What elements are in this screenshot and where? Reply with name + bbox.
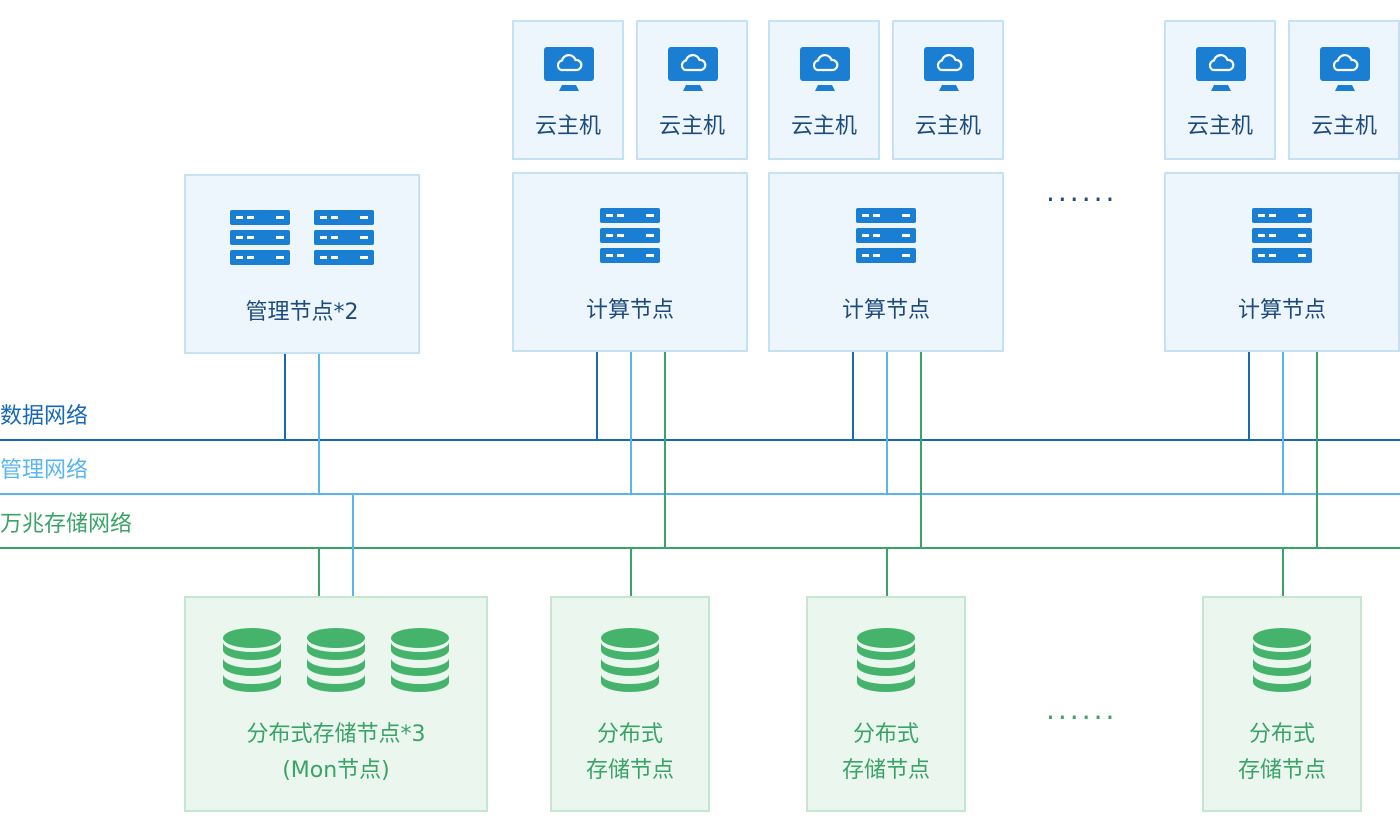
storage-node-label-line2: 存储节点: [1237, 758, 1326, 783]
mon-storage-node: 分布式存储节点*3 (Mon节点): [184, 596, 488, 812]
storage-node-label-line2: 存储节点: [841, 758, 930, 783]
monitor-cloud-icon: [924, 47, 974, 91]
compute-node-label: 计算节点: [1237, 298, 1326, 323]
compute-node-3-data-link: [1248, 350, 1250, 440]
vm-node: 云主机: [768, 20, 880, 160]
vm-label: 云主机: [658, 114, 725, 139]
storage-node: 分布式 存储节点: [550, 596, 710, 812]
vm-label: 云主机: [1186, 114, 1253, 139]
mon-storage-node-storage-link: [318, 548, 320, 596]
monitor-cloud-icon: [1196, 47, 1246, 91]
monitor-cloud-icon: [544, 47, 594, 91]
storage-node-label-line2: 存储节点: [585, 758, 674, 783]
compute-node-2-mgmt-link: [886, 350, 888, 494]
management-network-label: 管理网络: [0, 458, 89, 483]
management-node-mgmt-link: [318, 352, 320, 494]
mon-storage-node-label-line1: 分布式存储节点*3: [246, 722, 426, 747]
storage-node-3-storage-link: [1282, 548, 1284, 596]
storage-ellipsis: ······: [1046, 701, 1118, 734]
compute-node: 计算节点: [1164, 172, 1400, 352]
storage-node: 分布式 存储节点: [806, 596, 966, 812]
server-rack-icon: [314, 210, 374, 266]
compute-node: 计算节点: [768, 172, 1004, 352]
management-node-data-link: [284, 352, 286, 440]
compute-node-1-data-link: [596, 350, 598, 440]
database-icon: [391, 628, 449, 694]
storage-node-label-line1: 分布式: [596, 722, 663, 747]
server-rack-icon: [230, 210, 290, 266]
vm-node: 云主机: [892, 20, 1004, 160]
compute-node-label: 计算节点: [841, 298, 930, 323]
storage-node-label-line1: 分布式: [852, 722, 919, 747]
vm-node: 云主机: [636, 20, 748, 160]
vm-node: 云主机: [1288, 20, 1400, 160]
compute-node: 计算节点: [512, 172, 748, 352]
vm-node: 云主机: [512, 20, 624, 160]
compute-node-label: 计算节点: [585, 298, 674, 323]
data-network-label: 数据网络: [0, 404, 89, 429]
server-rack-icon: [856, 208, 916, 264]
compute-node-1-mgmt-link: [630, 350, 632, 494]
database-icon: [857, 628, 915, 694]
vm-label: 云主机: [914, 114, 981, 139]
compute-node-3-mgmt-link: [1282, 350, 1284, 494]
storage-network-label: 万兆存储网络: [0, 512, 133, 537]
monitor-cloud-icon: [800, 47, 850, 91]
data-network-line: [0, 439, 1400, 441]
storage-node-label-line1: 分布式: [1248, 722, 1315, 747]
database-icon: [1253, 628, 1311, 694]
compute-ellipsis: ······: [1046, 183, 1118, 216]
compute-node-2-storage-link: [920, 350, 922, 548]
monitor-cloud-icon: [1320, 47, 1370, 91]
compute-node-2-data-link: [852, 350, 854, 440]
mon-storage-node-label-line2: (Mon节点): [282, 758, 390, 783]
management-node: 管理节点*2: [184, 174, 420, 354]
database-icon: [223, 628, 281, 694]
vm-node: 云主机: [1164, 20, 1276, 160]
storage-network-line: [0, 547, 1400, 549]
storage-node: 分布式 存储节点: [1202, 596, 1362, 812]
management-node-label: 管理节点*2: [245, 300, 359, 325]
mon-storage-node-mgmt-link: [352, 494, 354, 596]
database-icon: [601, 628, 659, 694]
management-network-line: [0, 493, 1400, 495]
server-rack-icon: [1252, 208, 1312, 264]
vm-label: 云主机: [790, 114, 857, 139]
database-icon: [307, 628, 365, 694]
compute-node-1-storage-link: [664, 350, 666, 548]
vm-label: 云主机: [1310, 114, 1377, 139]
storage-node-1-storage-link: [630, 548, 632, 596]
compute-node-3-storage-link: [1316, 350, 1318, 548]
monitor-cloud-icon: [668, 47, 718, 91]
server-rack-icon: [600, 208, 660, 264]
vm-label: 云主机: [534, 114, 601, 139]
storage-node-2-storage-link: [886, 548, 888, 596]
